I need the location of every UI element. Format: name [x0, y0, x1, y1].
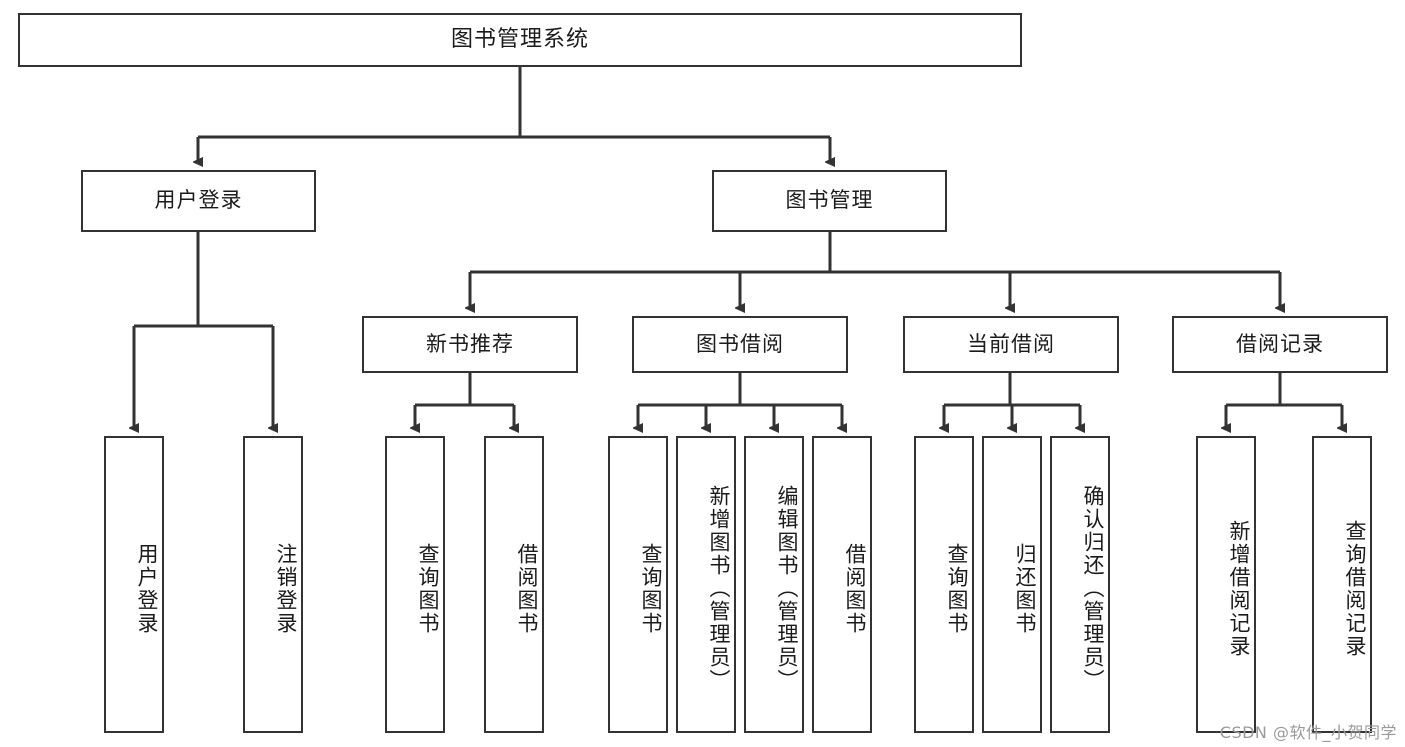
leaf-label: 查询借阅记录 [1343, 519, 1367, 658]
leaf-node[interactable]: 查询借阅记录 [1312, 436, 1372, 733]
node-book-borrow[interactable]: 图书借阅 [632, 316, 848, 373]
leaf-label: 用户登录 [135, 542, 159, 635]
leaf-node[interactable]: 查询图书 [608, 436, 668, 733]
leaf-label: 新增借阅记录 [1227, 519, 1251, 658]
leaf-node[interactable]: 借阅图书 [812, 436, 872, 733]
leaf-node[interactable]: 编辑图书（管理员） [744, 436, 804, 733]
leaf-label: 查询图书 [639, 542, 663, 635]
leaf-label: 注销登录 [274, 542, 298, 635]
leaf-label: 借阅图书 [843, 542, 867, 635]
leaf-node[interactable]: 确认归还（管理员） [1050, 436, 1110, 733]
leaf-node[interactable]: 归还图书 [982, 436, 1042, 733]
leaf-node[interactable]: 新增借阅记录 [1196, 436, 1256, 733]
node-borrow-records[interactable]: 借阅记录 [1172, 316, 1388, 373]
node-root[interactable]: 图书管理系统 [18, 13, 1022, 67]
leaf-label: 新增图书（管理员） [707, 485, 731, 692]
node-current-borrow[interactable]: 当前借阅 [903, 316, 1119, 373]
leaf-label: 确认归还（管理员） [1081, 485, 1105, 692]
leaf-node[interactable]: 注销登录 [243, 436, 303, 733]
leaf-label: 查询图书 [416, 542, 440, 635]
leaf-label: 编辑图书（管理员） [775, 485, 799, 692]
leaf-label: 查询图书 [945, 542, 969, 635]
leaf-node[interactable]: 新增图书（管理员） [676, 436, 736, 733]
node-user-login[interactable]: 用户登录 [81, 170, 316, 232]
leaf-node[interactable]: 查询图书 [385, 436, 445, 733]
node-book-management[interactable]: 图书管理 [712, 170, 947, 232]
leaf-node[interactable]: 查询图书 [914, 436, 974, 733]
leaf-label: 借阅图书 [515, 542, 539, 635]
leaf-node[interactable]: 借阅图书 [484, 436, 544, 733]
node-new-book-recommend[interactable]: 新书推荐 [362, 316, 578, 373]
csdn-watermark: CSDN @软件_小贺同学 [1219, 723, 1397, 742]
leaf-label: 归还图书 [1013, 542, 1037, 635]
leaf-node[interactable]: 用户登录 [104, 436, 164, 733]
